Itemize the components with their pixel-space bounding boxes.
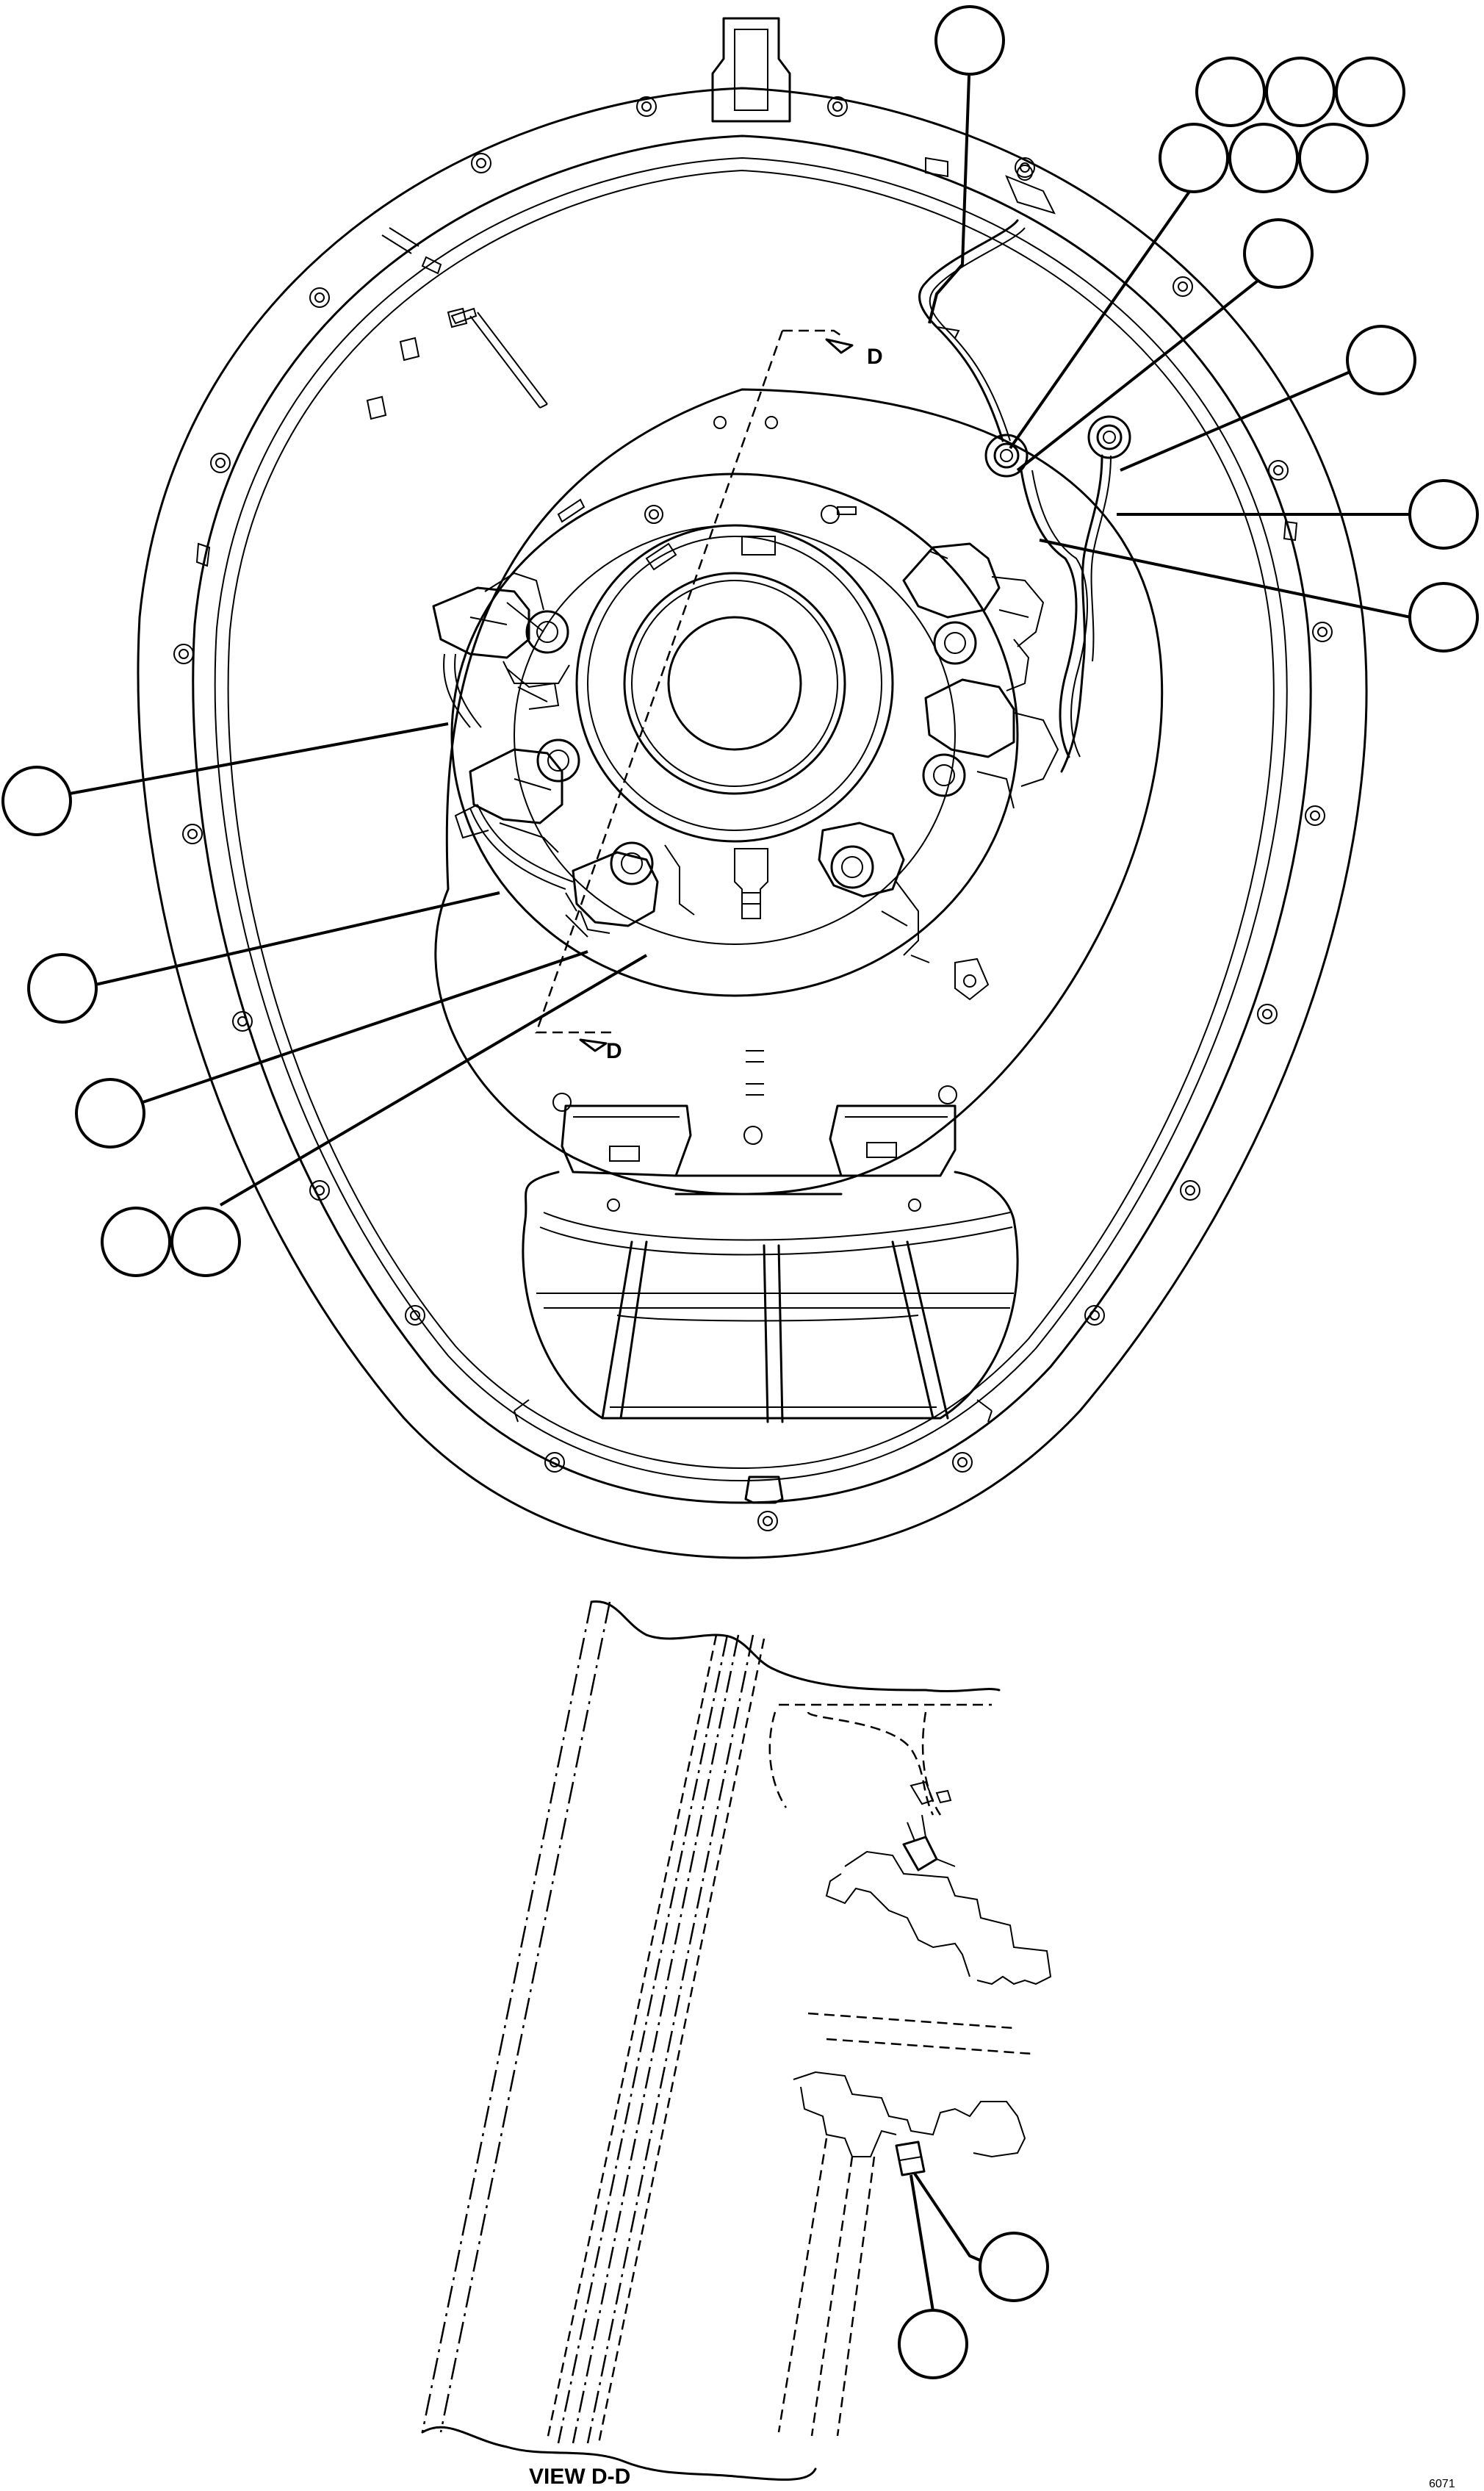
section-marker-top: D (867, 345, 883, 369)
callout-balloon (75, 1078, 145, 1149)
callout-balloon (1159, 123, 1229, 193)
brush-holder-2 (454, 668, 580, 853)
callout-balloon (170, 1207, 241, 1277)
section-view-d-d (421, 1600, 1052, 2481)
callout-balloon (1195, 57, 1266, 127)
section-marker-bottom: D (606, 1039, 622, 1063)
callout-balloon (979, 2232, 1049, 2302)
brush-holder-1 (432, 572, 570, 702)
callout-balloon (1408, 479, 1479, 550)
bottom-tab (744, 1475, 784, 1504)
housing-assembly (137, 17, 1368, 1559)
leader-lines (69, 54, 1411, 1207)
hub-middle-ring (623, 572, 846, 795)
brush-ring-outer (450, 472, 1019, 997)
callout-balloon (1265, 57, 1336, 127)
hub-outer-ring (575, 524, 894, 843)
housing-inner-flange (192, 134, 1312, 1504)
hub-bore (667, 616, 802, 751)
housing-gasket-line (214, 157, 1288, 1482)
brush-holder-5 (922, 678, 1059, 809)
terminal-right (1087, 415, 1131, 459)
callout-balloon (1335, 57, 1405, 127)
terminal-left (984, 434, 1029, 478)
brush-holder-6 (818, 822, 930, 963)
brush-holder-3 (565, 841, 695, 938)
svg-text:D: D (867, 345, 883, 369)
top-mounting-boss (711, 17, 791, 123)
housing-gasket-line-2 (227, 169, 1275, 1470)
flange-bolts (173, 96, 1333, 1531)
callout-balloon (1243, 218, 1314, 289)
brush-holder-4 (902, 542, 1045, 691)
callout-balloon (1, 766, 72, 836)
callout-balloon (1228, 123, 1299, 193)
callout-balloon (1408, 582, 1479, 653)
inner-plate-outline (434, 388, 1164, 1196)
housing-outer-outline (137, 87, 1368, 1559)
brush-holders (432, 536, 1059, 1001)
lower-bracket (522, 1104, 1019, 1423)
view-label: VIEW D-D (529, 2465, 630, 2489)
sheet-code: 6071 (1429, 2478, 1455, 2490)
callout-balloon (1346, 325, 1416, 395)
callout-balloon (898, 2309, 968, 2379)
fan-opening (522, 1171, 1019, 1420)
vent-tube (918, 219, 1019, 442)
section-line-d-d: D D (535, 329, 883, 1063)
callout-balloon (1298, 123, 1369, 193)
callout-balloons (1, 5, 1479, 1277)
callout-balloon (27, 953, 98, 1024)
callout-balloon (101, 1207, 171, 1277)
svg-text:D: D (606, 1039, 622, 1063)
commutator-plate (434, 388, 1164, 1196)
callout-balloon (934, 5, 1005, 76)
